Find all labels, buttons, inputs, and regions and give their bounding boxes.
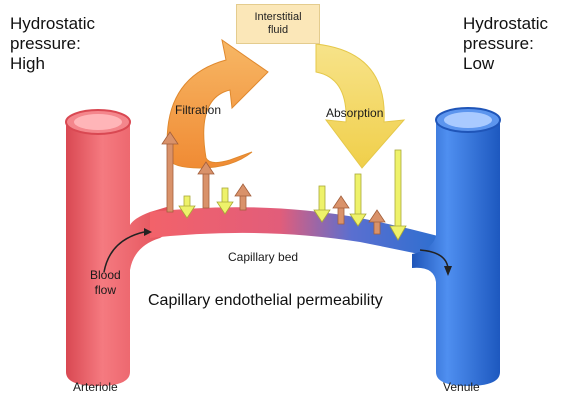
blood-flow-arrow-right xyxy=(419,249,449,269)
inward-arrows xyxy=(178,149,407,241)
absorption-label: Absorption xyxy=(326,106,384,120)
outward-arrow xyxy=(234,183,252,211)
arteriole-label: Arteriole xyxy=(73,380,118,394)
blood-flow-arrow-left xyxy=(103,231,145,273)
outward-arrow xyxy=(197,161,215,209)
inward-arrow xyxy=(313,185,331,223)
hydrostatic-pressure-low-label: Hydrostatic pressure: Low xyxy=(463,14,549,73)
inward-arrow xyxy=(389,149,407,241)
capillary-bed xyxy=(150,207,438,258)
inward-arrow xyxy=(349,173,367,227)
endothelial-permeability-label: Capillary endothelial permeability xyxy=(148,292,383,309)
filtration-arrow xyxy=(166,38,269,169)
venule-label: Venule xyxy=(443,380,480,394)
blood-flow-arrowhead-right xyxy=(444,266,452,276)
venule-vessel xyxy=(412,107,501,386)
arteriole-vessel xyxy=(65,109,170,386)
capillary-bed-label: Capillary bed xyxy=(228,250,299,264)
inward-arrow xyxy=(178,195,196,219)
outward-arrow xyxy=(161,131,179,213)
outward-arrows xyxy=(161,131,386,235)
outward-arrow xyxy=(332,195,350,225)
filtration-label: Filtration xyxy=(175,103,222,117)
outward-arrow xyxy=(368,209,386,235)
blood-flow-arrowhead-left xyxy=(144,228,152,236)
blood-flow-label: Blood flow xyxy=(90,268,121,297)
hydrostatic-pressure-high-label: Hydrostatic pressure: High xyxy=(10,14,96,73)
interstitial-fluid-box: Interstitial fluid xyxy=(236,4,320,44)
inward-arrow xyxy=(216,187,234,215)
absorption-arrow xyxy=(315,43,406,169)
